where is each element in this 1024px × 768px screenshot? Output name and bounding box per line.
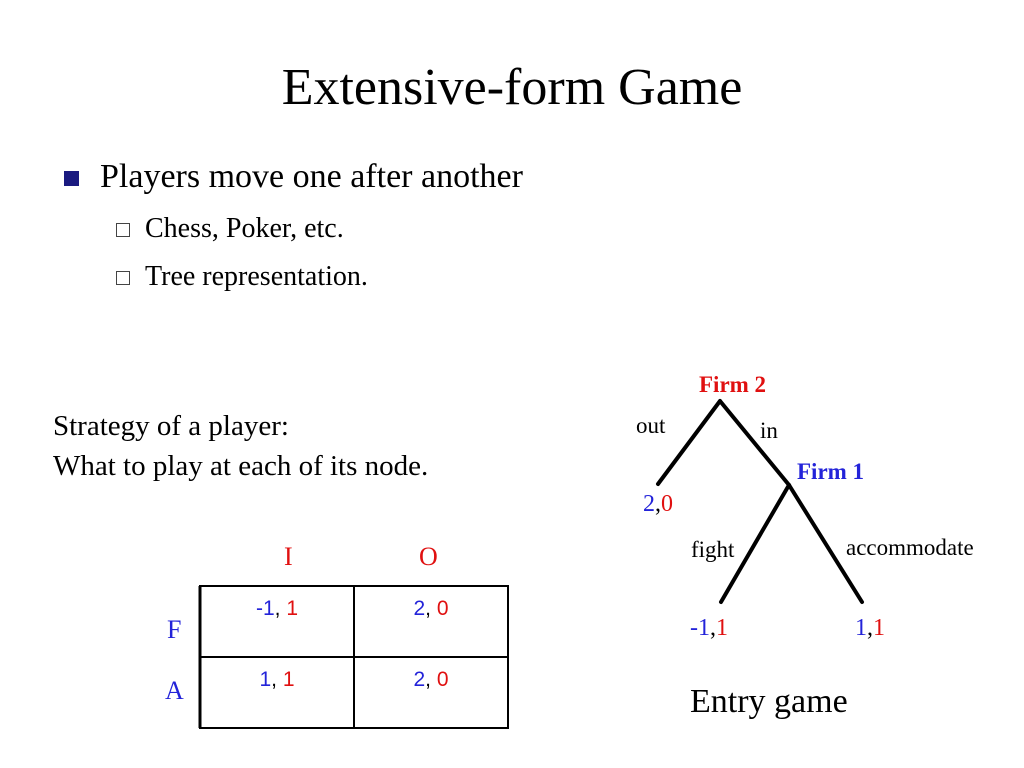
hollow-square-bullet-icon: [116, 223, 130, 237]
payoff-out: 2,0: [643, 491, 673, 517]
strategy-line-1: Strategy of a player:: [53, 410, 289, 442]
action-accommodate: accommodate: [846, 535, 974, 560]
edge-accommodate: [787, 483, 864, 604]
subbullet-chess: Chess, Poker, etc.: [145, 213, 344, 244]
hollow-square-bullet-icon: [116, 271, 130, 285]
edge-fight: [719, 483, 791, 604]
slide-title: Extensive-form Game: [281, 59, 743, 116]
node-label-firm-1: Firm 1: [797, 459, 865, 484]
edge-in: [718, 399, 791, 487]
col-header-o: O: [419, 542, 438, 571]
cell-f-i: -1, 1: [255, 597, 299, 620]
action-out: out: [636, 413, 666, 438]
action-in: in: [760, 418, 778, 443]
payoff-accommodate: 1,1: [855, 615, 885, 641]
node-label-firm-2: Firm 2: [699, 372, 767, 397]
cell-a-o: 2, 0: [413, 668, 449, 691]
action-fight: fight: [691, 537, 735, 562]
edge-out: [656, 399, 722, 486]
cell-f-o: 2, 0: [413, 597, 449, 620]
subbullet-tree: Tree representation.: [145, 261, 368, 292]
cell-a-i: 1, 1: [259, 668, 295, 691]
col-header-i: I: [284, 542, 293, 571]
strategy-definition: Strategy of a player: What to play at ea…: [53, 406, 428, 486]
bullet-text: Players move one after another: [100, 158, 523, 195]
strategy-line-2: What to play at each of its node.: [53, 450, 429, 482]
payoff-fight: -1,1: [690, 615, 728, 641]
square-bullet-icon: [64, 171, 79, 186]
tree-caption: Entry game: [690, 683, 848, 720]
row-header-a: A: [165, 676, 184, 705]
row-header-f: F: [167, 615, 182, 644]
